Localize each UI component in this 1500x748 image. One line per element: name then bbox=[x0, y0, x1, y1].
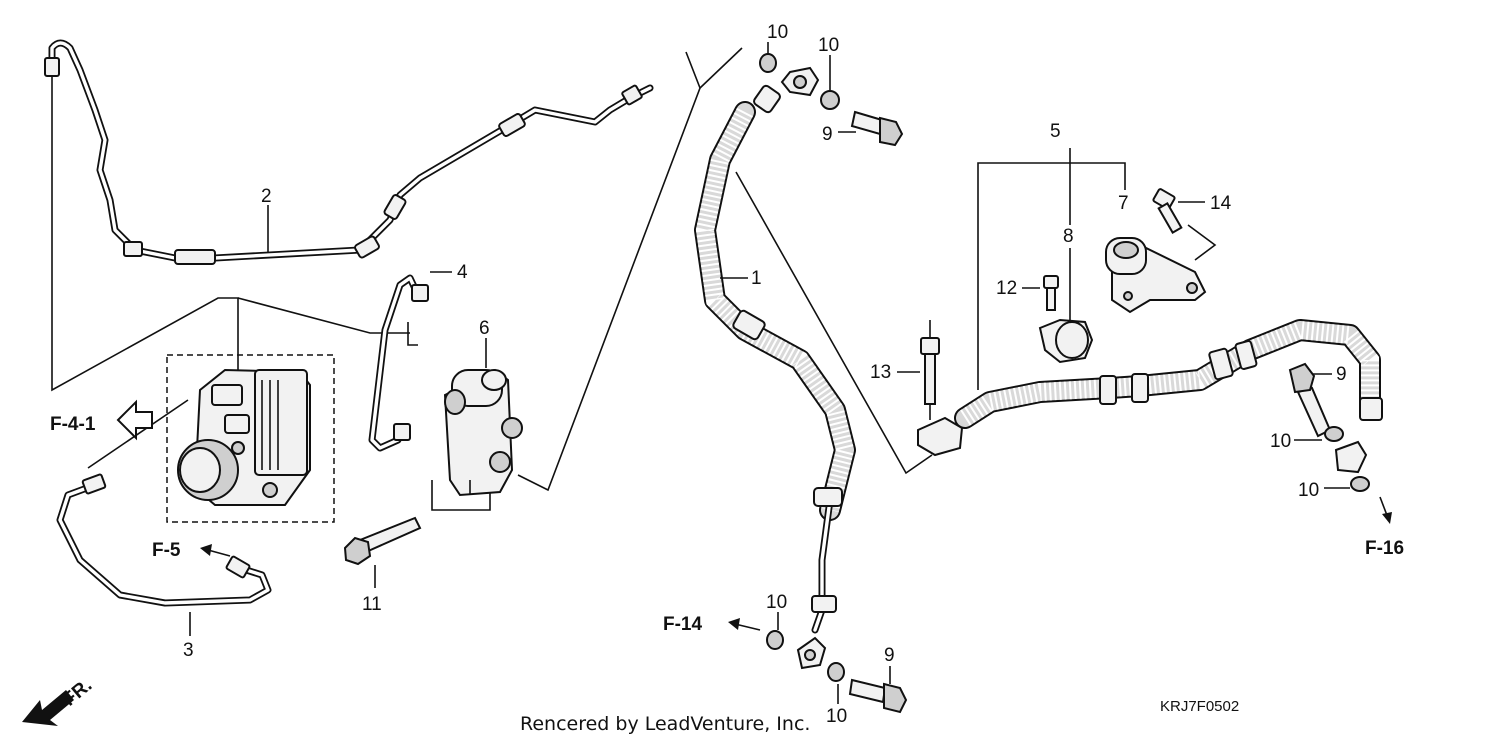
callout-leaders bbox=[189, 42, 1392, 704]
callout-9-right: 9 bbox=[1336, 364, 1347, 385]
pipe-fitting bbox=[621, 84, 643, 106]
hose-fitting bbox=[1359, 397, 1383, 421]
bolt-13 bbox=[920, 337, 940, 405]
callout-9-bottom: 9 bbox=[884, 645, 895, 666]
clamp-8 bbox=[1038, 318, 1094, 364]
callout-9-top: 9 bbox=[822, 124, 833, 145]
pipe-clamp bbox=[354, 235, 380, 259]
callout-10-b: 10 bbox=[818, 35, 839, 56]
leader-lines bbox=[51, 47, 1217, 511]
brake-hose-5 bbox=[917, 319, 1383, 474]
callout-12: 12 bbox=[996, 278, 1017, 299]
callout-5: 5 bbox=[1050, 121, 1061, 142]
diagram-code: KRJ7F0502 bbox=[1160, 698, 1239, 715]
hose-clamp bbox=[1099, 375, 1117, 405]
bolt-9-bottom bbox=[848, 678, 908, 714]
callout-1: 1 bbox=[751, 268, 762, 289]
banjo-fitting bbox=[1334, 440, 1368, 474]
pipe-fitting bbox=[225, 555, 251, 579]
callout-10-e: 10 bbox=[1270, 431, 1291, 452]
pipe-clamp bbox=[383, 194, 407, 220]
pipe-clamp bbox=[174, 249, 216, 265]
pipe-fitting bbox=[81, 473, 107, 495]
callout-4: 4 bbox=[457, 262, 468, 283]
abs-modulator bbox=[166, 354, 335, 523]
bolt-14 bbox=[1152, 188, 1183, 234]
reference-arrow-icon bbox=[116, 399, 153, 441]
brake-joint-6 bbox=[443, 368, 523, 497]
hose-clamp bbox=[1131, 373, 1149, 403]
hose-clamp bbox=[1234, 340, 1258, 370]
brake-pipe-2 bbox=[44, 39, 654, 265]
front-arrow-icon bbox=[22, 690, 74, 726]
reference-f-16: F-16 bbox=[1365, 538, 1404, 559]
callout-11: 11 bbox=[362, 594, 382, 615]
reference-f-4-1: F-4-1 bbox=[50, 414, 96, 435]
callout-3: 3 bbox=[183, 640, 194, 661]
brake-pipe-3 bbox=[56, 473, 272, 607]
stay-7 bbox=[1105, 237, 1207, 314]
pipe-fitting bbox=[411, 284, 429, 302]
bolt-9-right bbox=[1288, 362, 1332, 438]
bolt-11 bbox=[343, 516, 422, 566]
bolt-9-top bbox=[850, 110, 904, 147]
hose-clamp bbox=[813, 487, 843, 507]
callout-7: 7 bbox=[1118, 193, 1129, 214]
callout-14: 14 bbox=[1210, 193, 1232, 214]
callout-8: 8 bbox=[1063, 226, 1074, 247]
callout-6: 6 bbox=[479, 318, 490, 339]
hose-fitting bbox=[753, 84, 781, 114]
hose-end-block bbox=[917, 416, 964, 457]
credit-text: Rencered by LeadVenture, Inc. bbox=[520, 713, 810, 735]
pipe-fitting bbox=[393, 423, 411, 441]
hose-clamp bbox=[732, 309, 766, 341]
callout-10-c: 10 bbox=[766, 592, 787, 613]
brake-pipe-4 bbox=[368, 274, 429, 452]
pipe-clamp bbox=[123, 241, 143, 257]
washers-10 bbox=[759, 53, 1370, 682]
pipe-clamp bbox=[498, 113, 526, 137]
callout-10-a: 10 bbox=[767, 22, 788, 43]
callout-13: 13 bbox=[870, 362, 891, 383]
brake-hose-1 bbox=[694, 66, 856, 670]
pipe-fitting bbox=[44, 57, 60, 77]
hose-clamp bbox=[1208, 347, 1234, 381]
reference-f-14: F-14 bbox=[663, 614, 703, 635]
callout-10-f: 10 bbox=[1298, 480, 1319, 501]
callout-2: 2 bbox=[261, 186, 272, 207]
reference-f-5: F-5 bbox=[152, 540, 181, 561]
callout-10-d: 10 bbox=[826, 706, 847, 727]
hose-fitting bbox=[811, 595, 837, 613]
bolt-12 bbox=[1043, 275, 1059, 311]
